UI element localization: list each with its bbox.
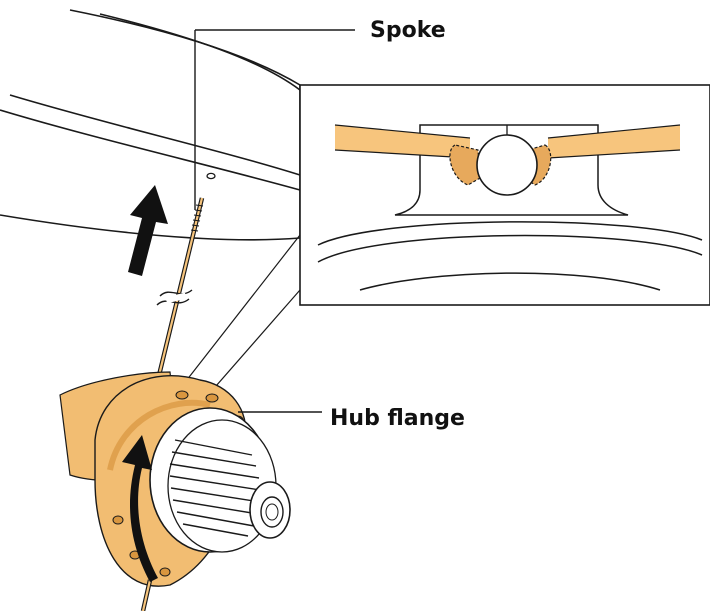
hub <box>59 371 291 587</box>
spoke-hole <box>206 172 216 180</box>
hub-flange-label: Hub flange <box>330 406 465 431</box>
spoke-label: Spoke <box>370 18 446 43</box>
spoke-lower <box>140 579 153 611</box>
zoom-inset <box>139 84 710 451</box>
curved-arrow-icon <box>122 435 158 582</box>
arrow-up-icon <box>128 185 168 276</box>
